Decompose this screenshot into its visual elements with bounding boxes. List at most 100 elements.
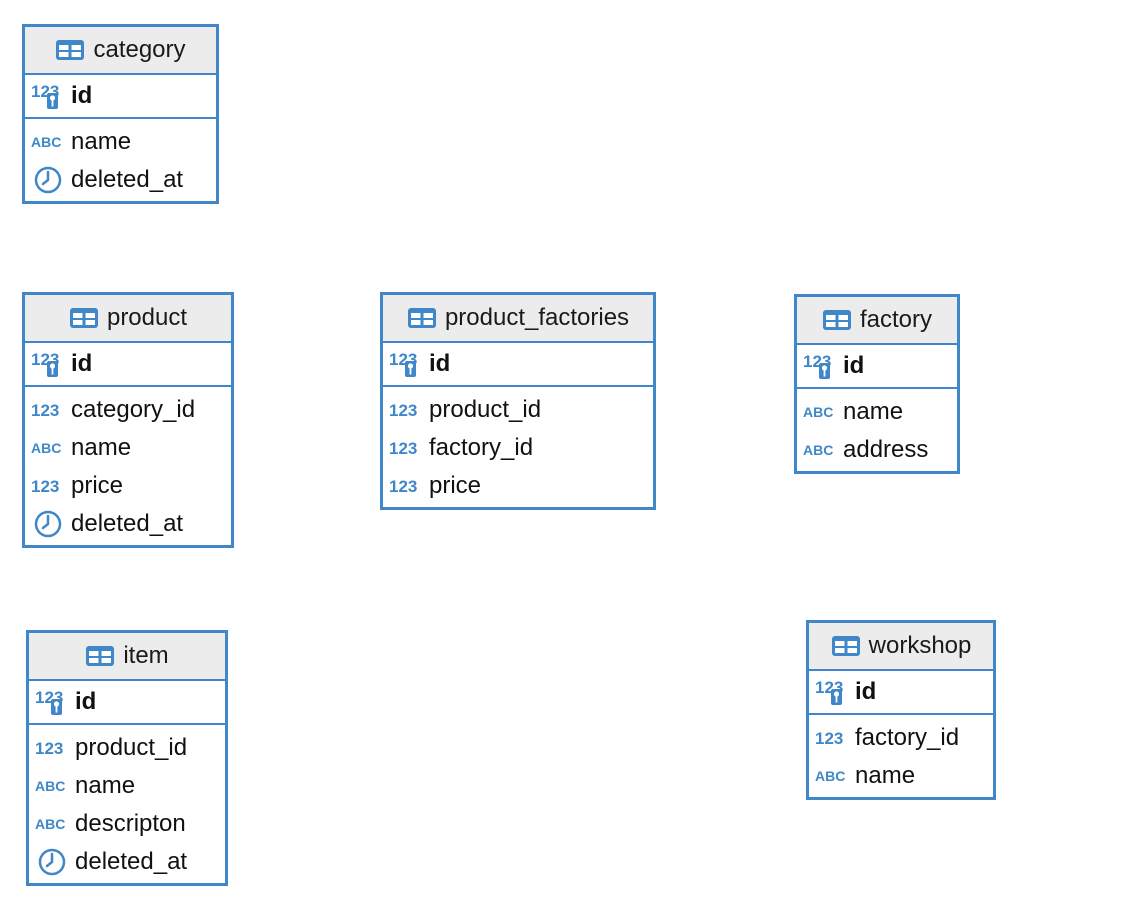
column-name: descripton bbox=[75, 810, 186, 837]
column-name: id bbox=[855, 678, 877, 705]
entity-name: workshop bbox=[868, 632, 972, 659]
clock-icon bbox=[31, 166, 65, 194]
clock-icon bbox=[31, 510, 65, 538]
text-type-icon: ABC bbox=[803, 398, 837, 426]
svg-text:123: 123 bbox=[389, 477, 417, 496]
column-row[interactable]: deleted_at bbox=[29, 843, 225, 881]
entity-name: category bbox=[93, 36, 186, 63]
column-row[interactable]: 123 price bbox=[25, 467, 231, 505]
pk-number-icon: 123 bbox=[815, 678, 849, 706]
column-name: name bbox=[71, 434, 132, 461]
entity-name: factory bbox=[859, 306, 933, 333]
svg-text:ABC: ABC bbox=[803, 442, 833, 458]
entity-header[interactable]: workshop bbox=[809, 623, 993, 671]
column-name: deleted_at bbox=[71, 166, 184, 193]
text-type-icon: ABC bbox=[31, 128, 65, 156]
svg-text:ABC: ABC bbox=[803, 404, 833, 420]
svg-text:123: 123 bbox=[35, 739, 63, 758]
table-icon bbox=[831, 632, 861, 660]
svg-text:123: 123 bbox=[31, 401, 59, 420]
column-row[interactable]: ABC name bbox=[25, 123, 216, 161]
pk-number-icon: 123 bbox=[803, 352, 837, 380]
entity-header[interactable]: item bbox=[29, 633, 225, 681]
table-icon bbox=[822, 306, 852, 334]
entity-name: product bbox=[106, 304, 188, 331]
table-icon bbox=[55, 36, 85, 64]
number-type-icon: 123 bbox=[389, 396, 423, 424]
text-type-icon: ABC bbox=[35, 772, 69, 800]
entity-header[interactable]: factory bbox=[797, 297, 957, 345]
column-name: factory_id bbox=[429, 434, 534, 461]
entity-header[interactable]: category bbox=[25, 27, 216, 75]
svg-text:ABC: ABC bbox=[31, 440, 61, 456]
pk-number-icon: 123 bbox=[35, 688, 69, 716]
svg-text:123: 123 bbox=[815, 729, 843, 748]
svg-text:123: 123 bbox=[389, 439, 417, 458]
column-name: id bbox=[71, 350, 93, 377]
column-name: id bbox=[75, 688, 97, 715]
column-row[interactable]: ABC address bbox=[797, 431, 957, 469]
column-row[interactable]: 123 category_id bbox=[25, 391, 231, 429]
column-name: name bbox=[855, 762, 916, 789]
column-row[interactable]: deleted_at bbox=[25, 505, 231, 543]
svg-text:ABC: ABC bbox=[35, 778, 65, 794]
table-icon bbox=[407, 304, 437, 332]
column-name: id bbox=[843, 352, 865, 379]
column-row[interactable]: ABC descripton bbox=[29, 805, 225, 843]
number-type-icon: 123 bbox=[815, 724, 849, 752]
column-row[interactable]: deleted_at bbox=[25, 161, 216, 199]
svg-text:ABC: ABC bbox=[35, 816, 65, 832]
entity-name: item bbox=[123, 642, 169, 669]
column-name: deleted_at bbox=[75, 848, 188, 875]
text-type-icon: ABC bbox=[31, 434, 65, 462]
column-row[interactable]: ABC name bbox=[25, 429, 231, 467]
text-type-icon: ABC bbox=[803, 436, 837, 464]
column-name: price bbox=[71, 472, 124, 499]
column-name: product_id bbox=[429, 396, 542, 423]
svg-text:123: 123 bbox=[31, 477, 59, 496]
entity-header[interactable]: product bbox=[25, 295, 231, 343]
pk-number-icon: 123 bbox=[31, 82, 65, 110]
entity-header[interactable]: product_factories bbox=[383, 295, 653, 343]
column-row[interactable]: 123 factory_id bbox=[383, 429, 653, 467]
pk-number-icon: 123 bbox=[31, 350, 65, 378]
number-type-icon: 123 bbox=[31, 396, 65, 424]
number-type-icon: 123 bbox=[35, 734, 69, 762]
pk-number-icon: 123 bbox=[389, 350, 423, 378]
column-name: category_id bbox=[71, 396, 196, 423]
number-type-icon: 123 bbox=[389, 434, 423, 462]
text-type-icon: ABC bbox=[35, 810, 69, 838]
text-type-icon: ABC bbox=[815, 762, 849, 790]
column-name: name bbox=[71, 128, 132, 155]
column-name: id bbox=[429, 350, 451, 377]
column-name: deleted_at bbox=[71, 510, 184, 537]
table-icon bbox=[69, 304, 99, 332]
clock-icon bbox=[35, 848, 69, 876]
svg-text:ABC: ABC bbox=[31, 134, 61, 150]
column-name: address bbox=[843, 436, 929, 463]
